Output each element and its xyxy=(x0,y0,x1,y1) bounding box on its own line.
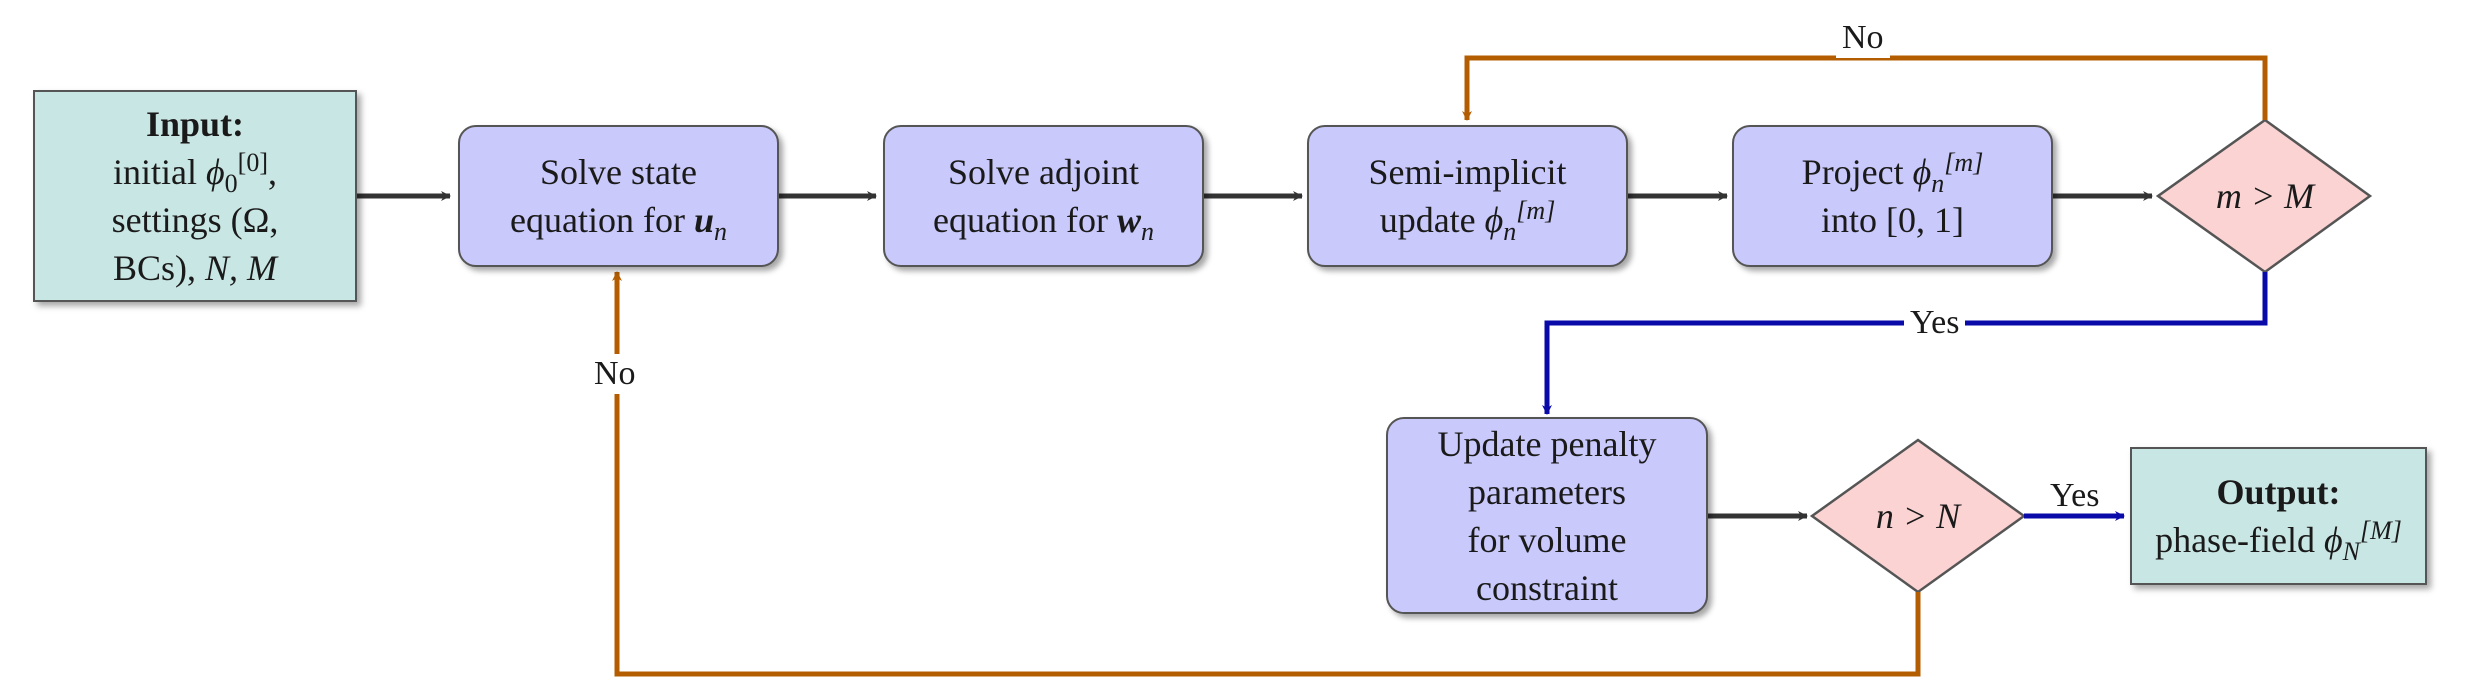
solve-adjoint-line1: Solve adjoint xyxy=(948,152,1139,192)
edge-label-no-top: No xyxy=(1836,18,1890,58)
main-flow-arrows xyxy=(357,191,2153,521)
update-penalty-node: Update penalty parameters for volume con… xyxy=(1386,417,1708,614)
edge-label-yes-m: Yes xyxy=(1904,303,1966,343)
edge-label-yes-n: Yes xyxy=(2050,477,2100,514)
solve-adjoint-line2: equation for wn xyxy=(933,200,1154,247)
input-line-initial: initial ϕ0[0], xyxy=(113,148,277,199)
update-penalty-line4: constraint xyxy=(1476,567,1618,608)
semi-implicit-node: Semi-implicit update ϕn[m] xyxy=(1307,125,1628,267)
solve-state-line1: Solve state xyxy=(540,152,697,192)
input-line-settings: settings (Ω, xyxy=(111,200,279,240)
input-node: Input: initial ϕ0[0], settings (Ω, BCs),… xyxy=(33,90,357,302)
output-heading: Output: xyxy=(2216,472,2341,512)
semi-implicit-line2: update ϕn[m] xyxy=(1379,196,1556,247)
project-line1: Project ϕn[m] xyxy=(1801,148,1984,199)
update-penalty-line2: parameters xyxy=(1468,471,1626,512)
project-node: Project ϕn[m] into [0, 1] xyxy=(1732,125,2053,267)
decision-n-label: n > N xyxy=(1875,496,1961,536)
arrow-no-m-loop xyxy=(1462,55,2268,121)
semi-implicit-line1: Semi-implicit xyxy=(1368,152,1567,192)
input-heading: Input: xyxy=(145,104,245,144)
project-line2: into [0, 1] xyxy=(1821,200,1964,240)
solve-state-node: Solve state equation for un xyxy=(458,125,779,267)
update-penalty-line1: Update penalty xyxy=(1437,423,1657,464)
arrow-no-n-loop xyxy=(612,271,1921,677)
arrow-yes-m xyxy=(1542,272,2268,415)
edge-label-no-left: No xyxy=(588,354,642,394)
update-penalty-line3: for volume xyxy=(1467,519,1627,560)
output-node: Output: phase-field ϕN[M] xyxy=(2130,447,2427,585)
input-line-bcs: BCs), N, M xyxy=(112,248,278,288)
output-line1: phase-field ϕN[M] xyxy=(2155,516,2402,567)
solve-adjoint-node: Solve adjoint equation for wn xyxy=(883,125,1204,267)
solve-state-line2: equation for un xyxy=(510,200,727,247)
decision-m-label: m > M xyxy=(2215,176,2315,216)
